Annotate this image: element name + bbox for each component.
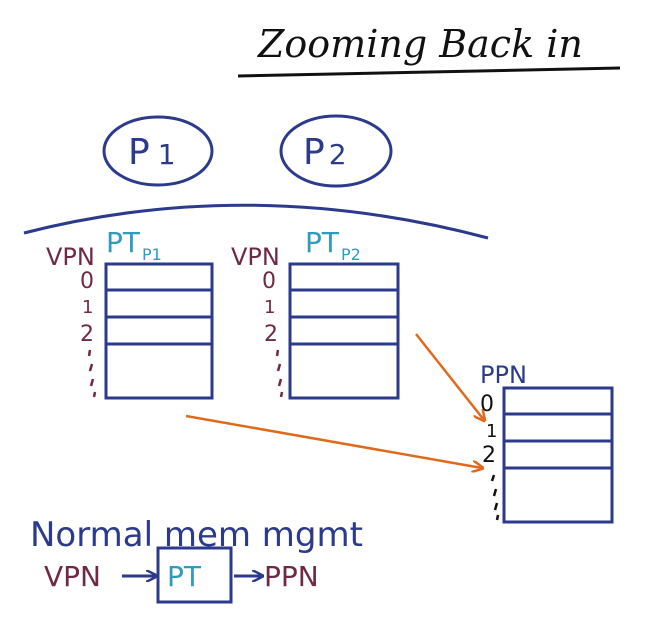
- page-table-box: [288, 262, 400, 400]
- vpn-row-label: 0: [80, 269, 94, 294]
- ppn-header: PPN: [480, 361, 527, 389]
- vpn-header: VPN: [46, 243, 95, 271]
- page-title: Zooming Back in: [257, 22, 583, 66]
- vpn-header: VPN: [231, 243, 280, 271]
- ppn-row-label: 0: [480, 392, 494, 417]
- vpn-ellipsis: [275, 349, 284, 398]
- bottom-pt-label: PT: [167, 560, 202, 593]
- ppn-ellipsis: [490, 474, 500, 521]
- ppn-row-label: 2: [482, 443, 496, 468]
- page-table-box: [104, 262, 214, 400]
- vpn-row-label: 1: [264, 297, 275, 318]
- title-underline: [237, 66, 621, 78]
- process-p2-circle: [279, 114, 393, 188]
- bottom-vpn-label: VPN: [44, 560, 101, 593]
- bottom-ppn-label: PPN: [264, 560, 319, 593]
- process-group-arc: [23, 203, 489, 240]
- physical-memory: PPN 0 1 2: [480, 361, 614, 524]
- mapping-arrow-p1: [185, 414, 482, 468]
- vpn-row-label: 2: [264, 322, 278, 347]
- normal-mem-mgmt: Normal mem mgmt VPN PT PPN: [30, 515, 363, 604]
- vpn-row-label: 2: [80, 322, 94, 347]
- vpn-row-label: 0: [262, 269, 276, 294]
- process-p1-circle: [102, 115, 214, 187]
- physical-memory-box: [502, 386, 614, 524]
- ppn-row-label: 1: [486, 421, 497, 442]
- vpn-ellipsis: [87, 349, 97, 398]
- bottom-pt-box: [156, 546, 233, 604]
- mapping-arrow-p2: [415, 333, 484, 420]
- vpn-row-label: 1: [82, 297, 93, 318]
